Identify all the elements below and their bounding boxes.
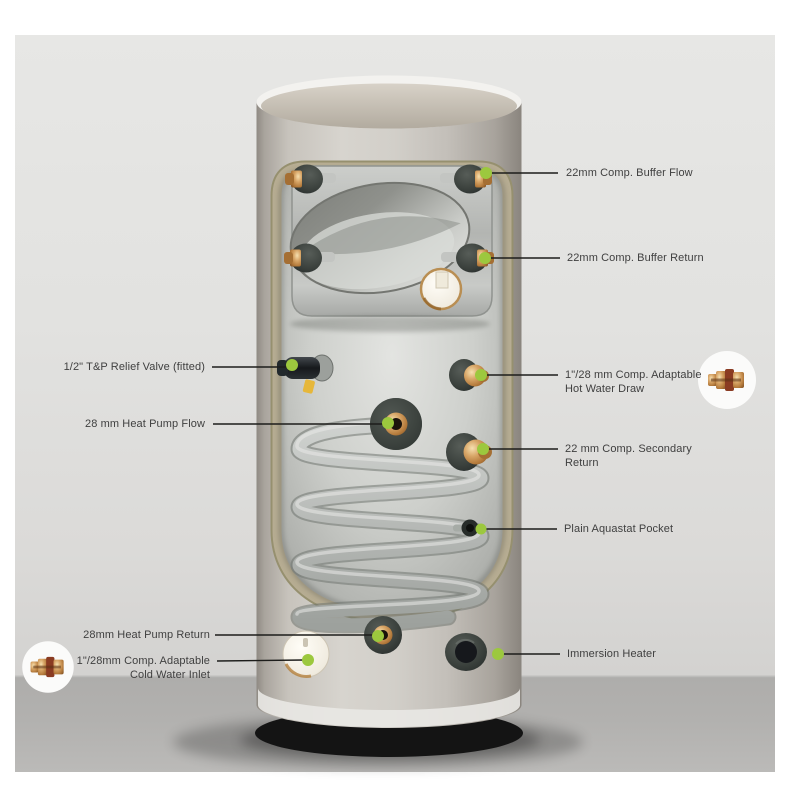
callout-hot-water-draw: 1"/28 mm Comp. Adaptable Hot Water Draw bbox=[565, 369, 702, 395]
callout-cold-water-inlet: 1"/28mm Comp. Adaptable Cold Water Inlet bbox=[76, 655, 210, 681]
callout-buffer-return: 22mm Comp. Buffer Return bbox=[567, 252, 704, 264]
callout-heat-pump-return: 28mm Heat Pump Return bbox=[83, 629, 210, 641]
callout-tp-relief-valve: 1/2" T&P Relief Valve (fitted) bbox=[63, 361, 205, 373]
callout-aquastat-pocket: Plain Aquastat Pocket bbox=[564, 523, 674, 535]
callout-heat-pump-flow: 28 mm Heat Pump Flow bbox=[85, 418, 205, 430]
callout-immersion-heater: Immersion Heater bbox=[567, 648, 657, 660]
callout-secondary-return: 22 mm Comp. Secondary Return bbox=[565, 443, 692, 469]
callout-buffer-flow: 22mm Comp. Buffer Flow bbox=[566, 167, 693, 179]
